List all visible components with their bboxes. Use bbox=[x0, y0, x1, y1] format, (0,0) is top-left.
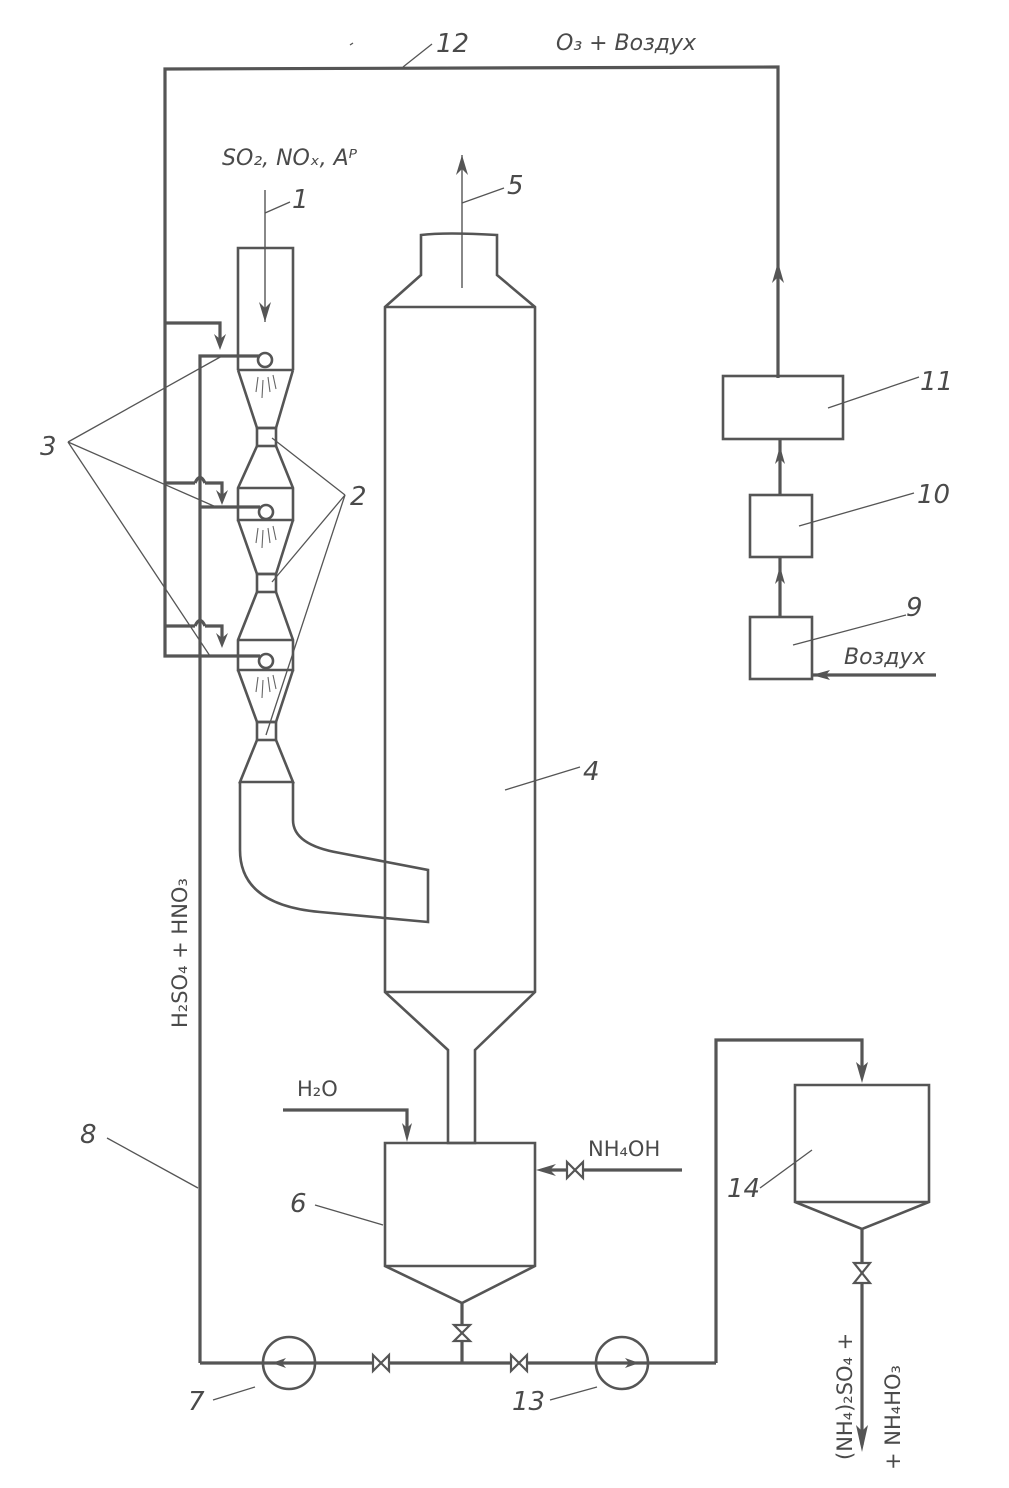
dryer-10[interactable] bbox=[748, 493, 814, 559]
callout-3: 3 bbox=[40, 432, 57, 462]
arrow-down-icon bbox=[259, 302, 271, 322]
callout-9: 9 bbox=[906, 593, 923, 623]
valve-icon[interactable] bbox=[851, 1261, 873, 1285]
callout-10: 10 bbox=[917, 480, 950, 510]
spray-nozzle bbox=[257, 652, 275, 670]
valve-icon[interactable] bbox=[509, 1352, 529, 1374]
callout-1: 1 bbox=[292, 185, 309, 215]
compressor-9[interactable] bbox=[748, 615, 814, 681]
product-label-2: + NH₄HO₃ bbox=[881, 1365, 905, 1470]
callout-5: 5 bbox=[507, 171, 524, 201]
arrow-up-icon bbox=[456, 155, 468, 175]
venturi-scrubber bbox=[236, 190, 430, 924]
arrow-down-icon bbox=[856, 1425, 868, 1452]
callout-8: 8 bbox=[80, 1120, 97, 1150]
valve-icon[interactable] bbox=[451, 1323, 473, 1343]
callout-13: 13 bbox=[512, 1387, 545, 1417]
product-tank bbox=[793, 1083, 931, 1452]
air-inlet-label: Воздух bbox=[844, 645, 926, 670]
ammonia-label: NH₄OH bbox=[588, 1137, 660, 1161]
inlet-gas-label: SO₂, NOₓ, Aᴾ bbox=[222, 146, 358, 171]
product-label-1: (NH₄)₂SO₄ + bbox=[833, 1333, 857, 1460]
arrow-right-icon bbox=[625, 1358, 639, 1368]
callout-6: 6 bbox=[290, 1189, 307, 1219]
acid-recycle-label: H₂SO₄ + HNO₃ bbox=[168, 878, 192, 1028]
arrow-left-icon bbox=[272, 1358, 286, 1368]
callout-11: 11 bbox=[920, 367, 953, 397]
ozone-train bbox=[721, 374, 936, 681]
ozone-air-line bbox=[163, 65, 784, 658]
callout-12: 12 bbox=[436, 29, 469, 59]
callout-4: 4 bbox=[583, 757, 600, 787]
pump-7[interactable] bbox=[261, 1335, 317, 1391]
water-label: H₂O bbox=[297, 1077, 338, 1101]
spray-nozzle bbox=[256, 351, 274, 369]
spray-nozzle bbox=[257, 503, 275, 521]
ozone-branches bbox=[165, 321, 228, 648]
callout-2: 2 bbox=[350, 482, 367, 512]
acid-recycle-line bbox=[198, 354, 260, 1363]
valve-icon[interactable] bbox=[371, 1352, 391, 1374]
collection-tank bbox=[283, 1108, 682, 1363]
callout-7: 7 bbox=[188, 1387, 205, 1417]
ozone-air-label: O₃ + Воздух bbox=[556, 31, 697, 56]
ozonator-11[interactable] bbox=[721, 374, 845, 441]
stream-labels: O₃ + Воздух SO₂, NOₓ, Aᴾ Воздух H₂O NH₄O… bbox=[168, 31, 926, 1470]
callout-labels: 12 1 5 3 2 4 11 10 9 8 6 7 13 14 bbox=[40, 29, 953, 1417]
pump-13[interactable] bbox=[594, 1335, 650, 1391]
callout-14: 14 bbox=[727, 1174, 760, 1204]
leader-lines bbox=[67, 42, 920, 1401]
arrow-up-icon bbox=[772, 262, 784, 283]
valve-icon[interactable] bbox=[565, 1159, 585, 1181]
absorption-column bbox=[383, 155, 537, 1145]
bottom-header bbox=[200, 1038, 868, 1391]
